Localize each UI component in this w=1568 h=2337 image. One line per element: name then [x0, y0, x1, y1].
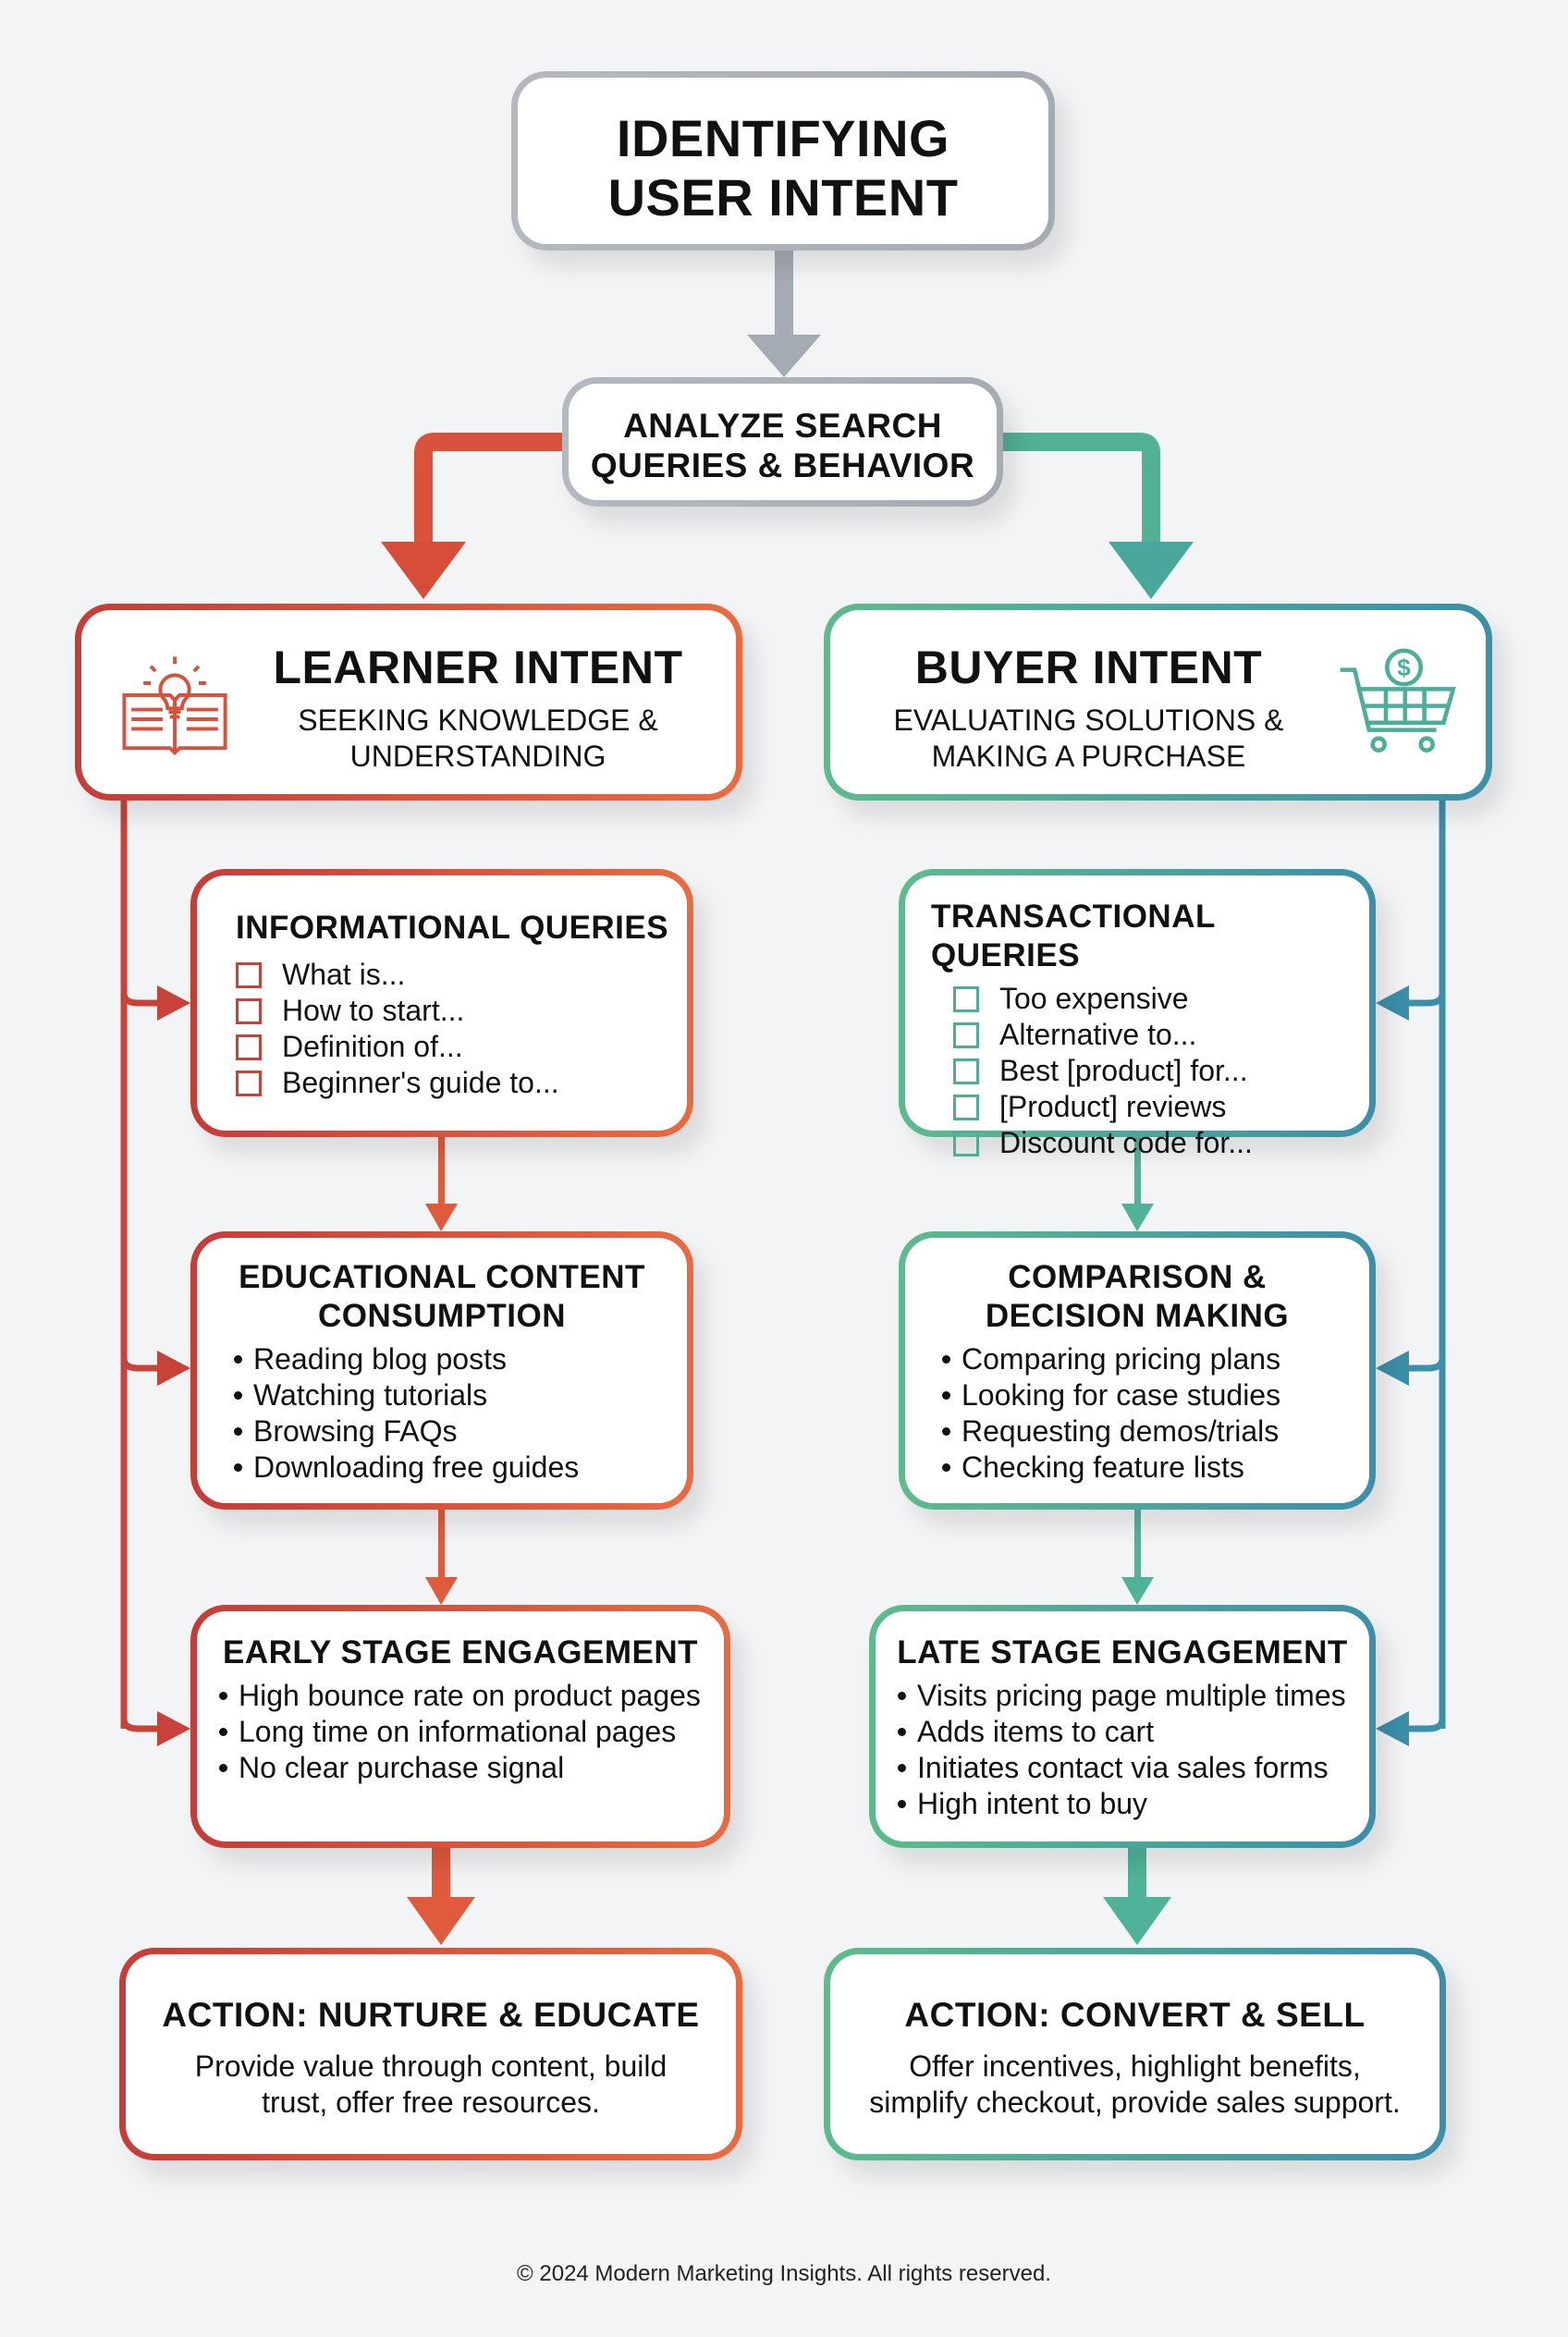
checkbox-icon [953, 1094, 979, 1120]
bullet-icon [898, 1692, 906, 1700]
action-nurture-box: ACTION: NURTURE & EDUCATE Provide value … [119, 1948, 742, 2160]
transactional-queries-box: TRANSACTIONAL QUERIES Too expensive Alte… [899, 869, 1376, 1159]
list-item: Comparing pricing plans [942, 1341, 1369, 1377]
list-item: Checking feature lists [942, 1450, 1369, 1486]
bullet-icon [942, 1355, 950, 1364]
informational-title: INFORMATIONAL QUERIES [236, 910, 669, 946]
list-item: Adds items to cart [898, 1714, 1369, 1750]
early-stage-engagement-box: EARLY STAGE ENGAGEMENT High bounce rate … [190, 1605, 730, 1848]
book-lightbulb-icon [122, 656, 227, 756]
bullet-icon [234, 1427, 242, 1436]
list-item: How to start... [236, 993, 687, 1029]
informational-queries-box: INFORMATIONAL QUERIES What is... How to … [190, 869, 693, 1137]
checkbox-icon [953, 1022, 979, 1048]
footer-copyright: © 2024 Modern Marketing Insights. All ri… [517, 2261, 1051, 2286]
buyer-subtitle-1: EVALUATING SOLUTIONS & [893, 704, 1284, 737]
checkbox-icon [236, 961, 262, 988]
list-item: Visits pricing page multiple times [898, 1678, 1369, 1714]
list-item: Alternative to... [953, 1017, 1369, 1053]
list-item: Beginner's guide to... [236, 1065, 687, 1101]
title-to-analyze-arrow [747, 251, 821, 377]
list-item: High bounce rate on product pages [219, 1678, 724, 1714]
list-item: Downloading free guides [234, 1450, 687, 1486]
transactional-title: TRANSACTIONAL QUERIES [931, 899, 1216, 973]
list-item: Requesting demos/trials [942, 1413, 1369, 1450]
analyze-to-learner-arrow [381, 433, 562, 599]
list-item: No clear purchase signal [219, 1750, 724, 1786]
learner-subtitle-2: UNDERSTANDING [349, 740, 606, 773]
analyze-line-1: ANALYZE SEARCH [623, 407, 942, 445]
list-item: Best [product] for... [953, 1053, 1369, 1089]
list-item: What is... [236, 957, 687, 993]
educational-title-2: CONSUMPTION [318, 1298, 566, 1334]
bullet-icon [942, 1427, 950, 1436]
buyer-subtitle-2: MAKING A PURCHASE [931, 740, 1246, 773]
list-item: [Product] reviews [953, 1089, 1369, 1125]
early-stage-title: EARLY STAGE ENGAGEMENT [222, 1634, 699, 1670]
educational-title-1: EDUCATIONAL CONTENT [239, 1259, 645, 1295]
buyer-intent-box: BUYER INTENT EVALUATING SOLUTIONS & MAKI… [824, 604, 1492, 801]
comparison-title-1: COMPARISON & [1008, 1259, 1267, 1295]
comparison-decision-box: COMPARISON & DECISION MAKING Comparing p… [899, 1231, 1376, 1510]
analyze-to-buyer-arrow [1003, 433, 1194, 599]
checkbox-icon [953, 985, 979, 1012]
bullet-icon [234, 1463, 242, 1472]
checkbox-icon [953, 1058, 979, 1084]
checkbox-icon [236, 1034, 262, 1060]
list-item: Definition of... [236, 1029, 687, 1065]
learner-side-arrowheads [157, 985, 190, 1746]
buyer-step-arrows [1103, 1137, 1171, 1945]
list-item: Looking for case studies [942, 1377, 1369, 1413]
checkbox-icon [236, 997, 262, 1024]
list-item: High intent to buy [898, 1786, 1369, 1822]
analyze-box: ANALYZE SEARCH QUERIES & BEHAVIOR [562, 377, 1003, 507]
bullet-icon [219, 1728, 227, 1736]
buyer-intent-title: BUYER INTENT [914, 642, 1263, 693]
action-nurture-desc-2: trust, offer free resources. [262, 2086, 600, 2119]
bullet-icon [219, 1764, 227, 1772]
title-line-1: IDENTIFYING [616, 109, 950, 167]
action-nurture-title: ACTION: NURTURE & EDUCATE [162, 1996, 700, 2034]
late-stage-engagement-box: LATE STAGE ENGAGEMENT Visits pricing pag… [869, 1605, 1376, 1848]
learner-intent-box: LEARNER INTENT SEEKING KNOWLEDGE & UNDER… [75, 604, 742, 801]
learner-subtitle-1: SEEKING KNOWLEDGE & [298, 704, 658, 737]
list-item: Discount code for... [953, 1125, 1369, 1161]
list-item: Too expensive [953, 981, 1369, 1017]
comparison-title-2: DECISION MAKING [985, 1298, 1290, 1334]
list-item: Watching tutorials [234, 1377, 687, 1413]
educational-content-box: EDUCATIONAL CONTENT CONSUMPTION Reading … [190, 1231, 693, 1510]
analyze-line-2: QUERIES & BEHAVIOR [590, 447, 975, 484]
action-convert-desc-1: Offer incentives, highlight benefits, [909, 2049, 1361, 2083]
bullet-icon [942, 1463, 950, 1472]
action-convert-box: ACTION: CONVERT & SELL Offer incentives,… [824, 1948, 1446, 2160]
action-convert-title: ACTION: CONVERT & SELL [904, 1996, 1366, 2034]
bullet-icon [942, 1391, 950, 1400]
action-nurture-desc-1: Provide value through content, build [194, 2049, 668, 2083]
bullet-icon [219, 1692, 227, 1700]
title-line-2: USER INTENT [607, 168, 959, 226]
bullet-icon [898, 1728, 906, 1736]
bullet-icon [898, 1800, 906, 1808]
buyer-side-arrowheads [1376, 985, 1409, 1746]
checkbox-icon [953, 1130, 979, 1156]
buyer-side-line [1390, 801, 1446, 1732]
svg-text:$: $ [1397, 654, 1411, 681]
title-box: IDENTIFYING USER INTENT [511, 71, 1055, 251]
list-item: Long time on informational pages [219, 1714, 724, 1750]
late-stage-title: LATE STAGE ENGAGEMENT [897, 1634, 1348, 1670]
bullet-icon [234, 1391, 242, 1400]
list-item: Initiates contact via sales forms [898, 1750, 1369, 1786]
list-item: Reading blog posts [234, 1341, 687, 1377]
learner-intent-title: LEARNER INTENT [273, 642, 683, 693]
learner-step-arrows [407, 1137, 475, 1945]
shopping-cart-dollar-icon: $ [1340, 648, 1456, 752]
action-convert-desc-2: simplify checkout, provide sales support… [869, 2086, 1401, 2119]
bullet-icon [898, 1764, 906, 1772]
learner-side-line [120, 801, 176, 1732]
list-item: Browsing FAQs [234, 1413, 687, 1450]
checkbox-icon [236, 1070, 262, 1096]
bullet-icon [234, 1355, 242, 1364]
